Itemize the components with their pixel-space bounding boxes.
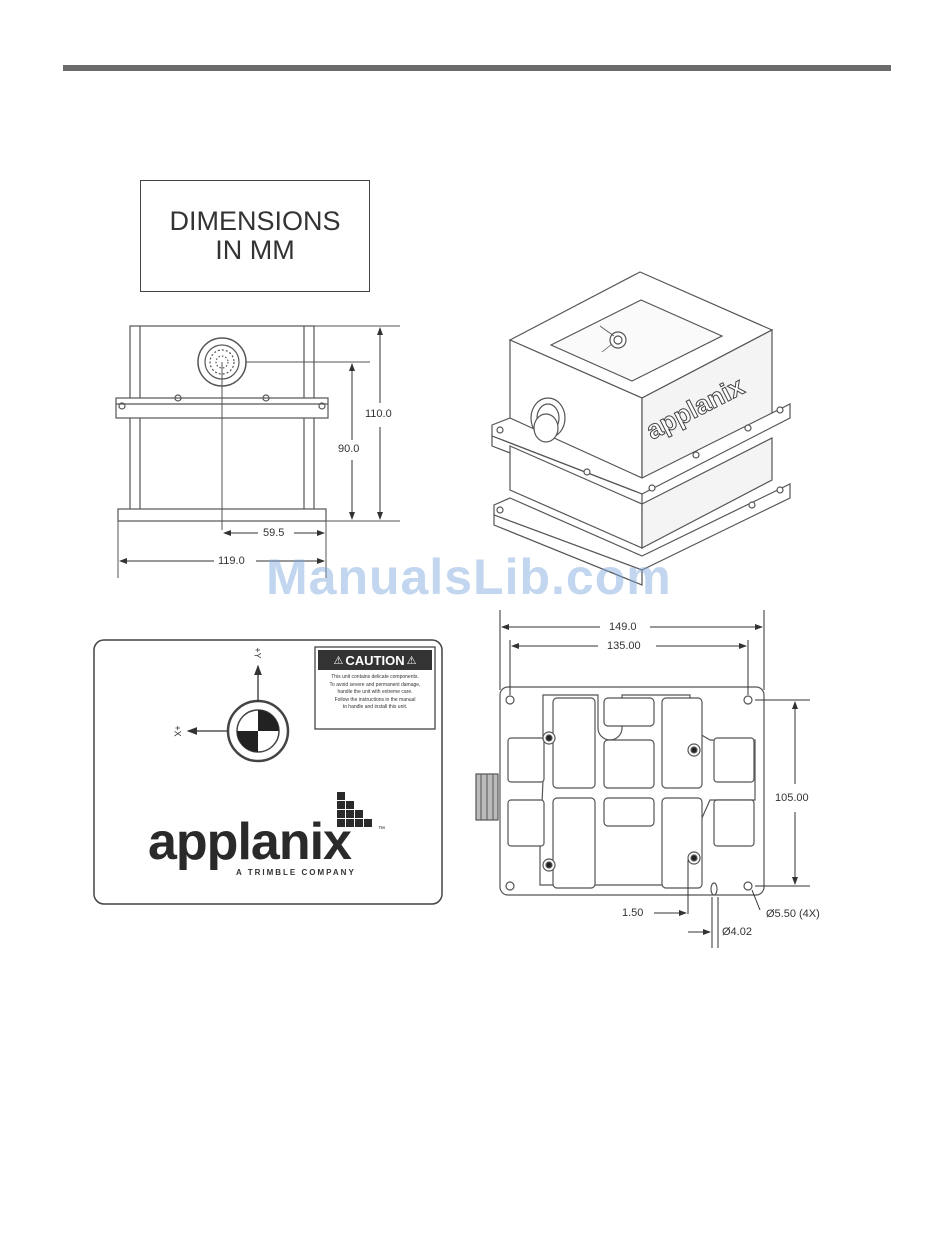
dim-overall-width: 149.0 (609, 621, 637, 633)
logo-subtitle: A TRIMBLE COMPANY (236, 868, 356, 877)
dimensions-note-line1: DIMENSIONS (169, 206, 341, 236)
caution-text: This unit contains delicate components. … (318, 674, 432, 712)
caution-line: handle the unit with extreme care. (337, 689, 413, 695)
dim-offset: 1.50 (622, 907, 644, 919)
warning-icon: ⚠ (333, 654, 344, 667)
header-rule (63, 65, 891, 71)
dim-hole-spacing-x: 135.00 (607, 640, 641, 652)
caution-title: CAUTION (345, 652, 405, 668)
dim-hole-spacing-y: 105.00 (775, 792, 809, 804)
bottom-view-drawing (475, 686, 765, 896)
caution-line: to handle and install this unit. (342, 704, 408, 710)
caution-header: ⚠ CAUTION ⚠ (318, 650, 432, 670)
dim-height-connector: 90.0 (338, 443, 360, 455)
dim-height-total: 110.0 (365, 408, 392, 420)
dimensions-note-box: DIMENSIONS IN MM (140, 180, 370, 292)
watermark: ManualsLib.com (266, 549, 672, 605)
caution-line: Follow the instructions in the manual (334, 696, 416, 703)
axis-x-label: +X (172, 725, 183, 737)
front-view-drawing (115, 325, 400, 578)
caution-line: To avoid severe and permanent damage, (329, 681, 421, 688)
caution-line: This unit contains delicate components. (331, 674, 419, 680)
logo-trademark: ™ (378, 826, 385, 833)
dim-width: 119.0 (218, 555, 245, 567)
top-label-drawing (93, 639, 443, 905)
warning-icon: ⚠ (406, 654, 417, 667)
isometric-view-drawing (491, 271, 791, 586)
dim-half-width: 59.5 (263, 527, 285, 539)
axis-y-label: +Y (252, 647, 263, 659)
dimensions-note-line2: IN MM (215, 235, 295, 265)
dim-hole-diameter: Ø5.50 (4X) (766, 908, 820, 920)
applanix-logo-mark (337, 792, 372, 827)
applanix-logo-text: applanix (148, 813, 352, 871)
dim-pin-diameter: Ø4.02 (722, 926, 752, 938)
